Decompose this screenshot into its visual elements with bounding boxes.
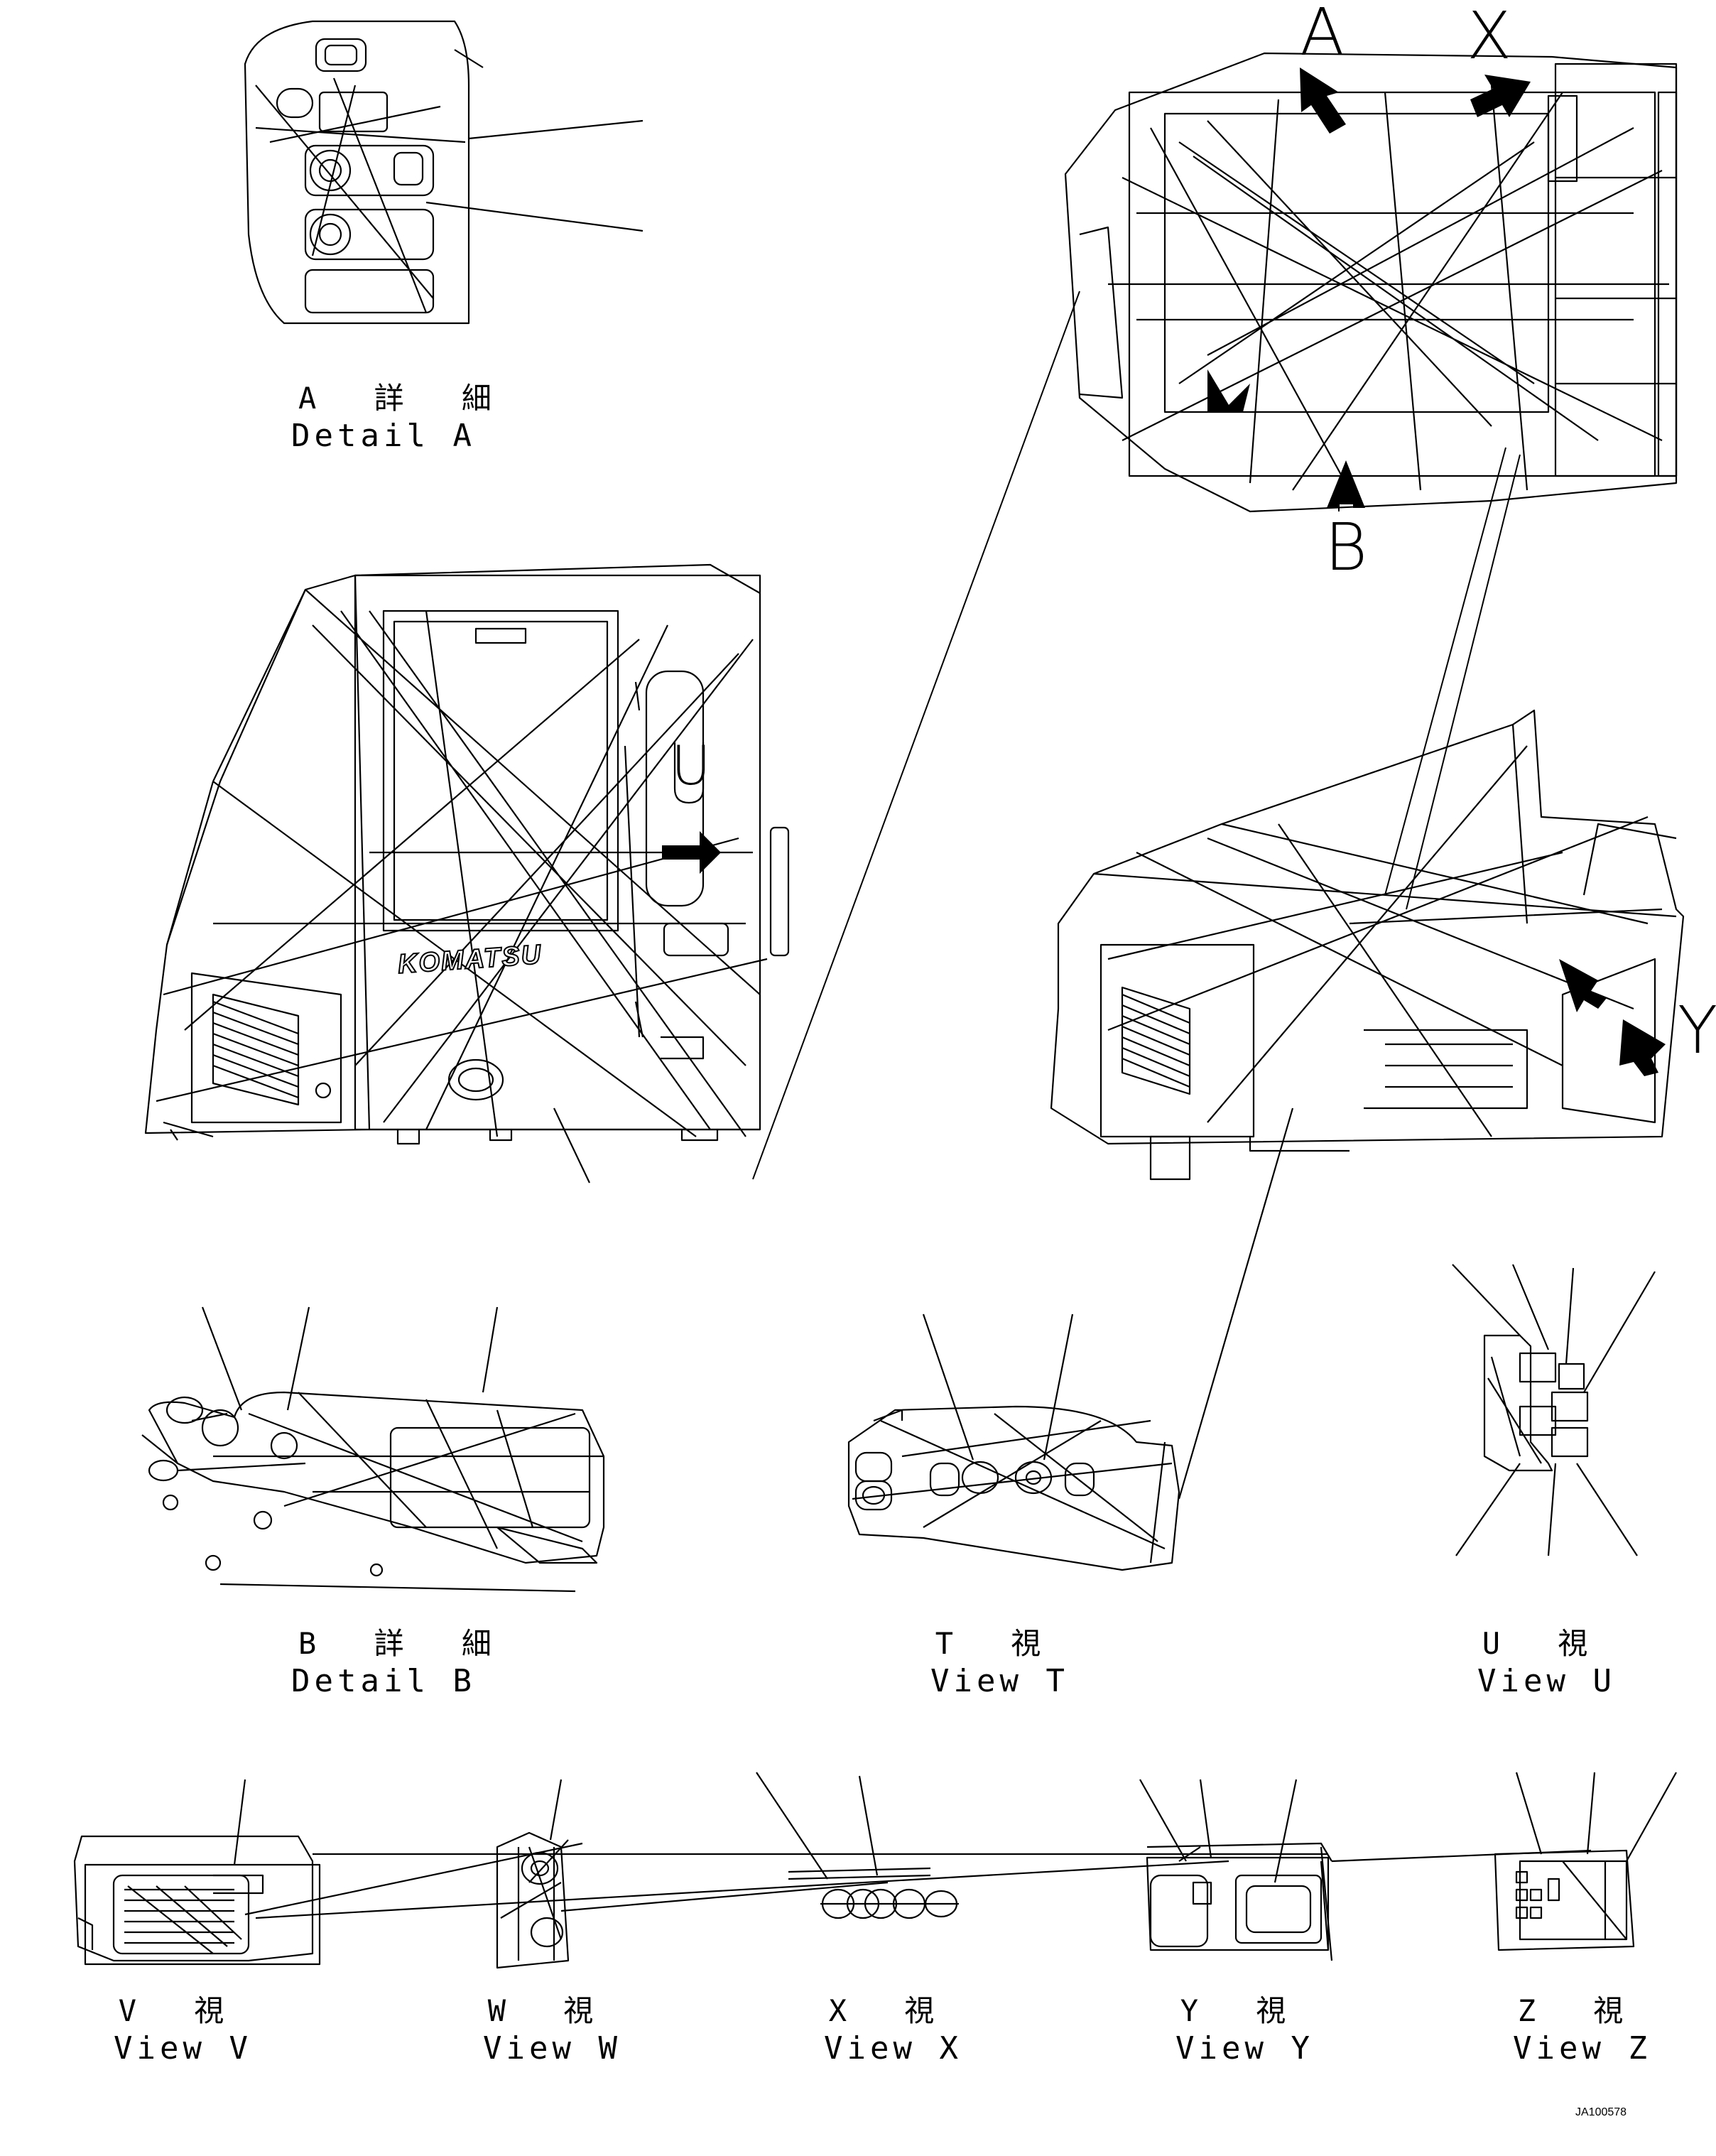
view-y-label-jp: Y 視 [1180, 1993, 1306, 2028]
top-view-drawing [1064, 52, 1678, 513]
view-w-label-en: View W [483, 2030, 621, 2066]
detail-a-label-jp: A 詳 細 [298, 381, 511, 416]
view-z-drawing [1494, 1772, 1677, 1951]
document-id: JA100578 [1575, 2106, 1627, 2118]
detail-a-drawing [244, 20, 644, 325]
callout-u: U [671, 734, 711, 797]
cab-rear-view-drawing [1050, 709, 1685, 1500]
detail-b-label-jp: B 詳 細 [298, 1626, 511, 1661]
callout-b: B [1325, 509, 1368, 585]
view-z-label-jp: Z 視 [1517, 1993, 1644, 2028]
view-x-drawing [756, 1772, 959, 1919]
view-v-label-jp: V 視 [118, 1993, 244, 2028]
view-v-label-en: View V [114, 2030, 252, 2066]
view-y-label-en: View Y [1175, 2030, 1314, 2066]
cab-rear-arrows [1559, 959, 1666, 1076]
callout-y: Y [1678, 992, 1716, 1068]
view-u-label-jp: U 視 [1482, 1626, 1608, 1661]
view-t-label-jp: T 視 [935, 1626, 1061, 1661]
detail-b-label-en: Detail B [291, 1663, 476, 1699]
callout-a: A [1300, 0, 1345, 70]
view-y-drawing [1139, 1779, 1333, 1961]
cab-side-view-drawing [144, 563, 790, 1183]
view-x-label-jp: X 視 [828, 1993, 955, 2028]
top-view-arrows [1207, 67, 1531, 508]
detail-b-drawing [141, 1306, 605, 1593]
view-t-drawing [847, 1313, 1180, 1571]
connector-lines [244, 1842, 1592, 1919]
view-w-drawing [496, 1779, 570, 1969]
view-u-label-en: View U [1477, 1663, 1616, 1699]
detail-a-label-en: Detail A [291, 418, 476, 454]
view-w-label-jp: W 視 [487, 1993, 614, 2028]
view-t-label-en: View T [930, 1663, 1069, 1699]
view-z-label-en: View Z [1513, 2030, 1651, 2066]
callout-x: X [1467, 0, 1512, 74]
view-u-drawing [1452, 1264, 1656, 1556]
cab-u-arrow [662, 831, 721, 874]
view-v-drawing [73, 1779, 321, 1966]
view-x-label-en: View X [824, 2030, 962, 2066]
